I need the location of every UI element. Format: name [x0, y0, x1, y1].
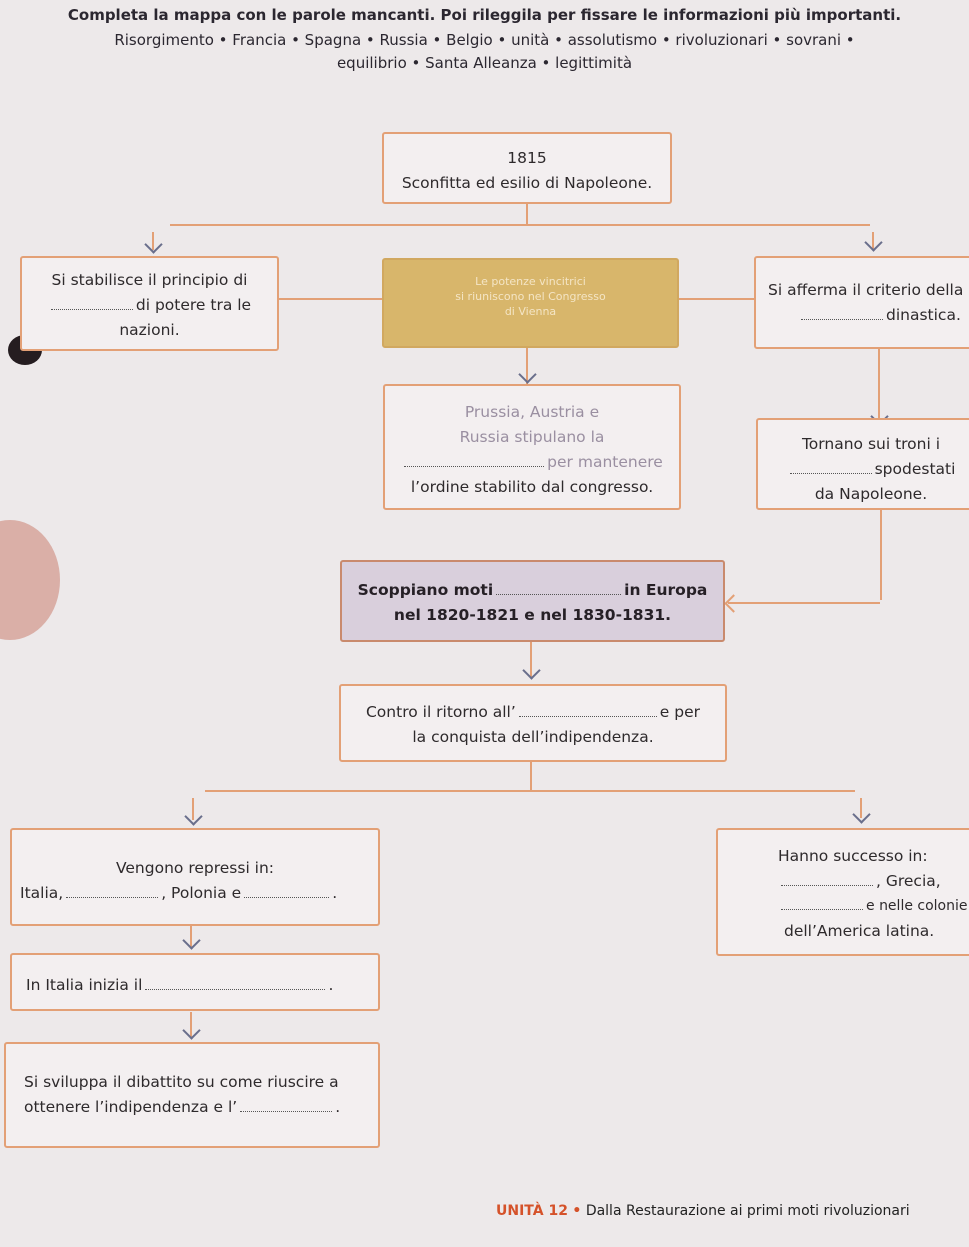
box-congresso: Le potenze vincitrici si riuniscono nel … — [382, 258, 679, 348]
word-bank-line-2: equilibrio • Santa Alleanza • legittimit… — [336, 54, 633, 72]
connector — [278, 298, 382, 300]
europa-text: in Europa — [624, 581, 708, 599]
congresso-text: di Vienna — [504, 305, 557, 318]
troni-text: Tornano sui troni i — [801, 435, 941, 453]
connector — [170, 224, 870, 226]
period: . — [328, 976, 334, 994]
arrow-down-icon — [852, 805, 871, 824]
italia-inizia-text: In Italia inizia il — [26, 976, 143, 994]
moti-text: Scoppiano moti — [357, 581, 494, 599]
box-moti: Scoppiano moti in Europa nel 1820-1821 e … — [340, 560, 725, 642]
connector — [880, 510, 882, 600]
connector — [190, 926, 192, 948]
connector — [860, 798, 862, 818]
footer-separator: • — [572, 1203, 582, 1219]
connector — [526, 204, 528, 224]
instructions-title: Completa la mappa con le parole mancanti… — [67, 6, 902, 24]
unit-label: UNITÀ 12 — [496, 1203, 568, 1219]
indipendenza-text: la conquista dell’indipendenza. — [412, 728, 654, 746]
congresso-text: Le potenze vincitrici — [475, 275, 586, 288]
arrow-down-icon — [182, 931, 201, 950]
box-assolutismo: Contro il ritorno all’ e per la conquista… — [339, 684, 727, 762]
per-text: e per — [659, 703, 701, 721]
criterio-text: Si afferma il criterio della — [768, 281, 964, 299]
fill-blank[interactable] — [240, 1110, 333, 1112]
repressi-text: Vengono repressi in: — [116, 859, 275, 877]
fill-blank[interactable] — [50, 308, 133, 310]
arrow-down-icon — [864, 233, 883, 252]
box-principio: Si stabilisce il principio di di potere … — [20, 256, 279, 351]
successo-text: Hanno successo in: — [778, 847, 928, 865]
fill-blank[interactable] — [789, 472, 872, 474]
connector — [872, 232, 874, 250]
box-repressi: Vengono repressi in: Italia, , Polonia e. — [10, 828, 380, 926]
principio-text: Si stabilisce il principio di — [51, 271, 248, 289]
period: . — [335, 1098, 341, 1116]
box-dibattito: Si sviluppa il dibattito su come riuscir… — [4, 1042, 380, 1148]
fill-blank[interactable] — [781, 908, 863, 910]
arrow-left-icon — [724, 594, 743, 613]
nazioni-text: nazioni. — [119, 321, 180, 339]
colonie-text: e nelle colonie — [866, 898, 968, 914]
fill-blank[interactable] — [781, 884, 873, 886]
fill-blank[interactable] — [404, 465, 545, 467]
box-risorgimento: In Italia inizia il. — [10, 953, 380, 1011]
spodestati-text: spodestati — [874, 460, 956, 478]
congresso-text: si riuniscono nel Congresso — [455, 290, 606, 303]
contro-text: Contro il ritorno all’ — [365, 703, 516, 721]
unita-text: ottenere l’indipendenza e l’ — [24, 1098, 238, 1116]
napoleon-exile-text: Sconfitta ed esilio di Napoleone. — [401, 174, 653, 192]
connector — [678, 298, 754, 300]
arrow-down-icon — [182, 1021, 201, 1040]
connector — [152, 232, 154, 250]
fill-blank[interactable] — [66, 896, 159, 898]
italia-text: Italia, — [20, 884, 64, 902]
dinastica-text: dinastica. — [886, 306, 961, 324]
potere-text: di potere tra le — [135, 296, 252, 314]
connector — [530, 642, 532, 678]
dibattito-text: Si sviluppa il dibattito su come riuscir… — [24, 1073, 339, 1091]
box-successo: Hanno successo in: , Grecia, e nelle col… — [716, 828, 969, 956]
arrow-down-icon — [184, 807, 203, 826]
box-legittimita: Si afferma il criterio della dinastica. — [754, 256, 969, 349]
fill-blank[interactable] — [496, 593, 622, 595]
arrow-down-icon — [522, 661, 541, 680]
box-1815: 1815 Sconfitta ed esilio di Napoleone. — [382, 132, 672, 204]
connector — [526, 348, 528, 384]
connector — [530, 762, 532, 790]
finger-photo-artifact — [0, 520, 60, 640]
word-bank-line-1: Risorgimento • Francia • Spagna • Russia… — [114, 31, 855, 49]
fill-blank[interactable] — [801, 318, 883, 320]
ordine-text: l’ordine stabilito dal congresso. — [410, 478, 654, 496]
mantenere-text: per mantenere — [547, 453, 663, 471]
prussia-text: Russia stipulano la — [459, 428, 605, 446]
unit-title: Dalla Restaurazione ai primi moti rivolu… — [585, 1203, 910, 1219]
america-text: dell’America latina. — [784, 922, 935, 940]
fill-blank[interactable] — [145, 988, 326, 990]
arrow-down-icon — [518, 365, 537, 384]
napoleone-text: da Napoleone. — [814, 485, 928, 503]
connector — [192, 798, 194, 820]
prussia-text: Prussia, Austria e — [464, 403, 600, 421]
connector — [728, 602, 880, 604]
polonia-text: , Polonia e — [161, 884, 242, 902]
anni-moti-text: nel 1820-1821 e nel 1830-1831. — [393, 606, 672, 624]
fill-blank[interactable] — [518, 715, 657, 717]
page-footer: UNITÀ 12 • Dalla Restaurazione ai primi … — [496, 1203, 910, 1219]
box-santa-alleanza: Prussia, Austria e Russia stipulano la p… — [383, 384, 681, 510]
connector — [205, 790, 855, 792]
box-sovrani: Tornano sui troni i spodestati da Napole… — [756, 418, 969, 510]
arrow-down-icon — [144, 235, 163, 254]
period: . — [332, 884, 338, 902]
connector — [878, 348, 880, 420]
year-label: 1815 — [507, 149, 547, 167]
connector — [190, 1012, 192, 1038]
fill-blank[interactable] — [244, 896, 330, 898]
grecia-text: , Grecia, — [876, 872, 941, 890]
